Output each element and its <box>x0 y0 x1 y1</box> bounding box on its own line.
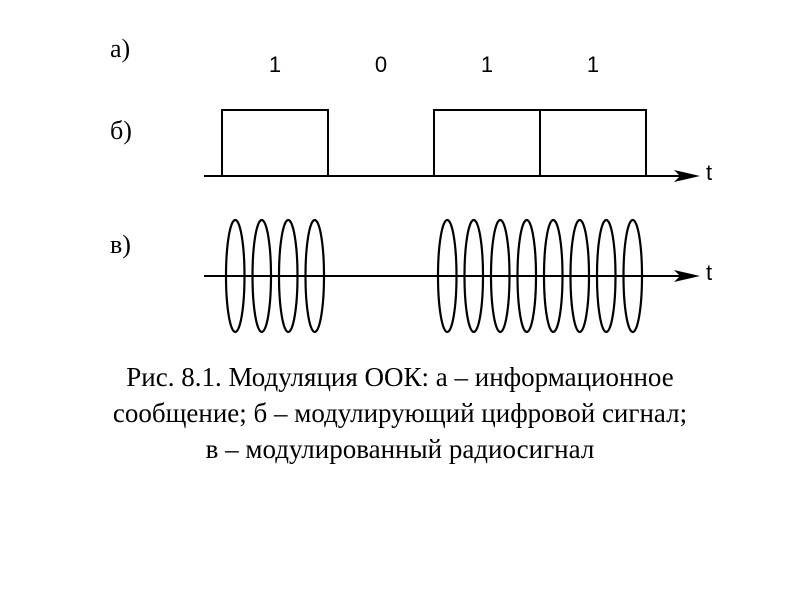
row-label-a: а) <box>110 34 131 63</box>
bit-label: 1 <box>269 52 281 77</box>
bit-label: 1 <box>587 52 599 77</box>
digital-pulse <box>539 109 647 177</box>
figure-caption-line-3: в – модулированный радиосигнал <box>205 434 595 464</box>
carrier-cycle <box>304 218 326 334</box>
carrier-cycle <box>489 218 511 334</box>
time-axis-label-radio: t <box>706 260 713 285</box>
figure-caption-line-1: Рис. 8.1. Модуляция ООК: а – информацион… <box>126 362 674 392</box>
bit-label: 1 <box>481 52 493 77</box>
carrier-cycle <box>436 218 458 334</box>
figure-caption-line-2: сообщение; б – модулирующий цифровой сиг… <box>112 398 688 428</box>
carrier-cycle <box>569 218 591 334</box>
digital-signal-axis-arrow <box>674 170 700 182</box>
radio-signal-axis-arrow <box>674 270 700 282</box>
bit-label: 0 <box>375 52 387 77</box>
digital-pulse <box>433 109 541 177</box>
radio-signal <box>224 218 644 334</box>
carrier-cycle <box>251 218 273 334</box>
carrier-cycle <box>463 218 485 334</box>
digital-signal <box>221 109 647 177</box>
carrier-cycle <box>622 218 644 334</box>
bit-labels: 1 0 1 1 <box>269 52 599 77</box>
row-label-v: в) <box>110 230 131 259</box>
carrier-cycle <box>595 218 617 334</box>
time-axis-label-digital: t <box>706 160 713 185</box>
carrier-cycle <box>277 218 299 334</box>
carrier-cycle <box>542 218 564 334</box>
carrier-cycle <box>224 218 246 334</box>
carrier-cycle <box>516 218 538 334</box>
digital-pulse <box>221 109 329 177</box>
row-label-b: б) <box>110 116 132 145</box>
